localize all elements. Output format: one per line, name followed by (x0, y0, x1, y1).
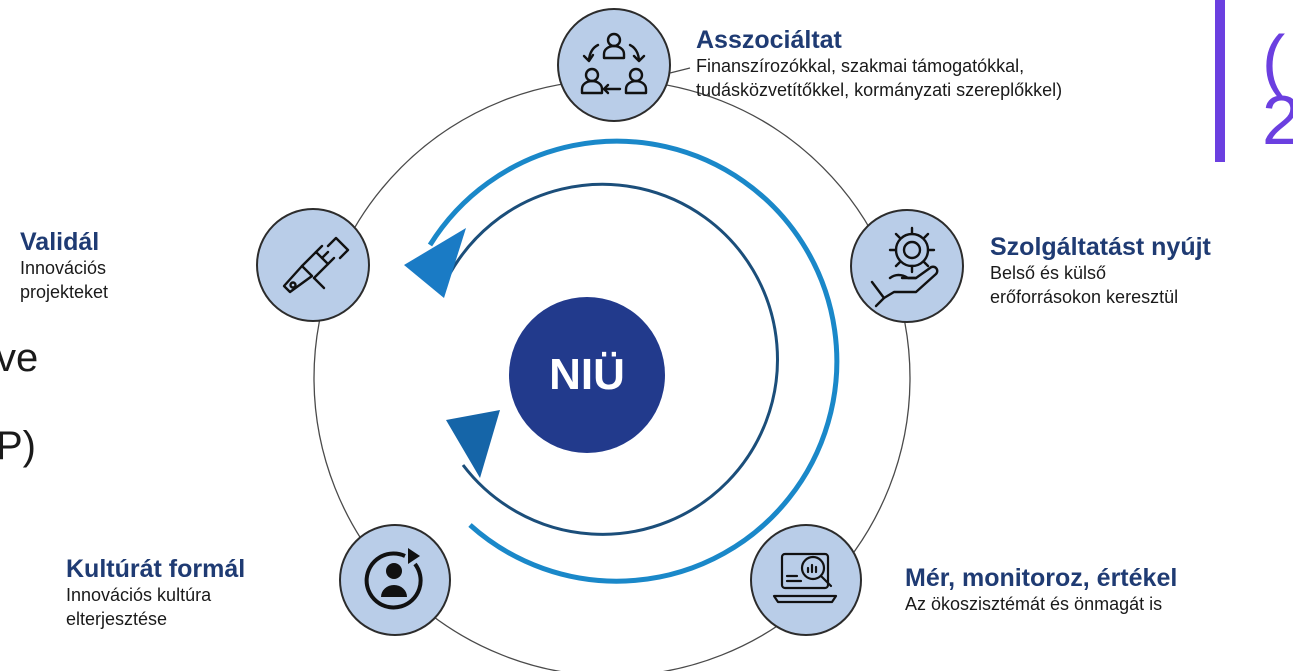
desc-kultura-line1: Innovációs kultúra (66, 585, 212, 605)
label-asszocialtat: Asszociáltat Finanszírozókkal, szakmai t… (696, 26, 1062, 102)
node-asszocialtat-circle (557, 8, 671, 122)
node-kultura-circle (339, 524, 451, 636)
label-kultura: Kultúrát formál Innovációs kultúra elter… (66, 555, 245, 631)
label-mer: Mér, monitoroz, értékel Az ökoszisztémát… (905, 564, 1177, 616)
desc-validal-line2: projekteket (20, 282, 109, 302)
title-szolgaltatast: Szolgáltatást nyújt (990, 233, 1211, 261)
desc-szolgaltatast-line1: Belső és külső (990, 263, 1107, 283)
center-disc (509, 297, 665, 453)
label-validal: Validál Innovációs projekteket (20, 228, 108, 304)
fragment-left-2: P) (0, 424, 36, 468)
node-szolgaltatast (850, 209, 964, 323)
fragment-right-1: ( (1262, 21, 1286, 99)
node-validal (256, 208, 370, 322)
title-validal: Validál (20, 228, 100, 256)
desc-asszocialtat-line2: tudásközvetítőkkel, kormányzati szereplő… (696, 80, 1063, 100)
person-refresh-icon (364, 548, 423, 610)
hand-gear-icon (870, 226, 939, 308)
node-validal-circle (256, 208, 370, 322)
people-network-icon (580, 32, 648, 95)
handshake-icon (282, 236, 350, 294)
cycle-arrow-top (404, 228, 466, 298)
cycle-ring-outer (427, 138, 840, 584)
fragment-left-1: ve (0, 336, 39, 380)
accent-bar (1215, 0, 1225, 162)
desc-asszocialtat-line1: Finanszírozókkal, szakmai támogatókkal, (696, 56, 1025, 76)
desc-kultura-line2: elterjesztése (66, 609, 168, 629)
laptop-magnifier-icon (772, 552, 838, 604)
cycle-ring-inner (445, 182, 779, 536)
node-asszocialtat (557, 8, 671, 122)
connector-asszocialtat (669, 67, 691, 74)
node-mer (750, 524, 862, 636)
desc-szolgaltatast-line2: erőforrásokon keresztül (990, 287, 1179, 307)
title-mer: Mér, monitoroz, értékel (905, 564, 1178, 592)
center-label: NIÜ (549, 350, 625, 399)
title-kultura: Kultúrát formál (66, 555, 246, 583)
title-asszocialtat: Asszociáltat (696, 26, 842, 54)
node-mer-circle (750, 524, 862, 636)
cycle-arrow-bottom (446, 410, 500, 478)
fragment-right-2: 2 (1262, 81, 1293, 159)
desc-mer-line1: Az ökoszisztémát és önmagát is (905, 594, 1163, 614)
node-kultura (339, 524, 451, 636)
label-szolgaltatast: Szolgáltatást nyújt Belső és külső erőfo… (990, 233, 1211, 309)
desc-validal-line1: Innovációs (20, 258, 107, 278)
